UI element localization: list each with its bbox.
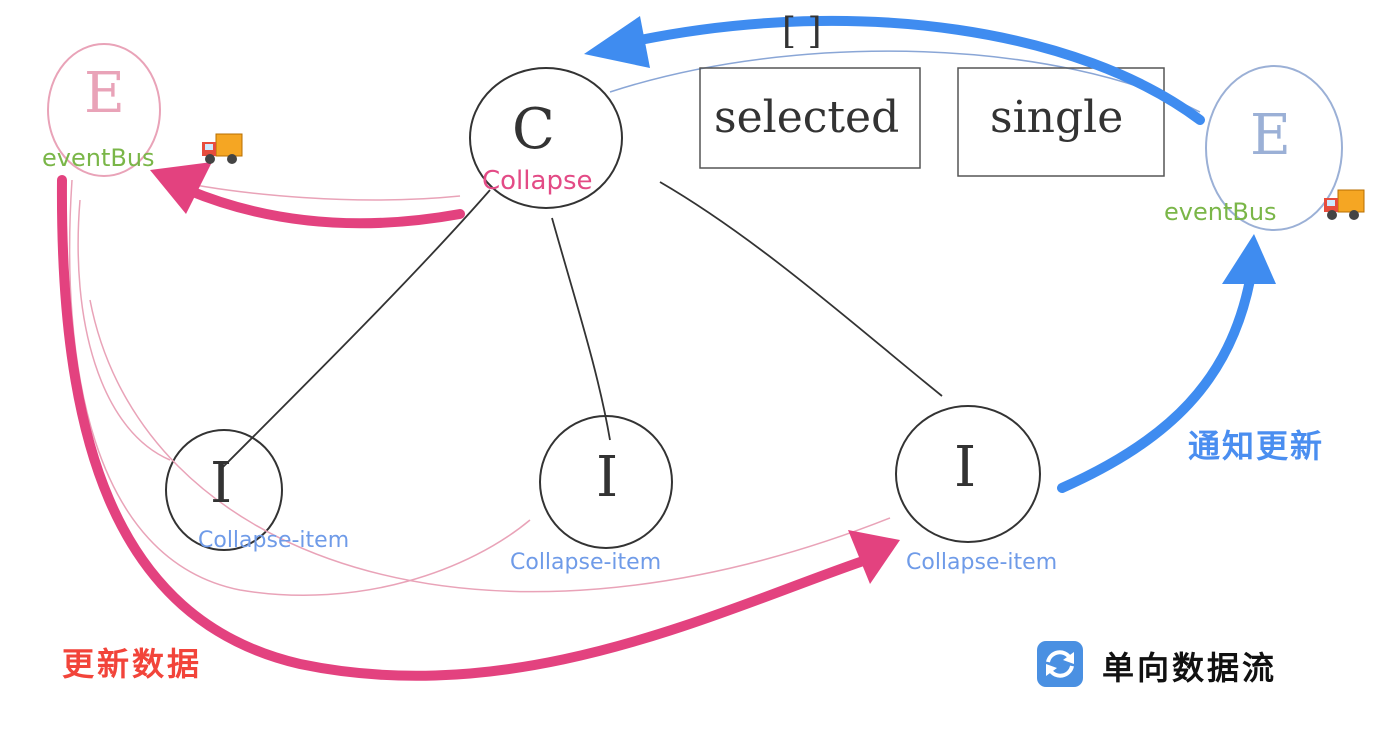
left-eventbus-letter: E	[84, 61, 125, 126]
right-eventbus-letter: E	[1250, 103, 1291, 168]
bracket-label: [ ]	[782, 11, 822, 52]
collapse-label: Collapse	[482, 166, 593, 196]
sketch-line-pink-4	[89, 299, 891, 593]
item1-label: Collapse-item	[198, 528, 350, 553]
left-eventbus-label: eventBus	[42, 144, 155, 172]
arrow-head-collapse-to-bus	[150, 162, 212, 214]
arrow-item3-to-bus	[1057, 275, 1255, 493]
collapse-letter: C	[512, 97, 555, 162]
counterclockwise-arrows-icon	[1037, 641, 1083, 687]
item3-letter: I	[954, 435, 977, 500]
arrow-bus-to-collapse	[635, 15, 1205, 125]
arrow-collapse-to-bus	[183, 185, 465, 229]
left-eventbus-circle	[47, 43, 161, 177]
update-data-annotation: 更新数据	[62, 645, 203, 683]
link-collapse-item3	[659, 181, 943, 397]
arrow-head-item3-to-bus	[1222, 234, 1276, 284]
selected-box	[699, 67, 921, 169]
item3-label: Collapse-item	[906, 550, 1058, 575]
delivery-truck-icon	[202, 133, 243, 164]
item2-label: Collapse-item	[510, 550, 662, 575]
arrow-head-bus-to-collapse	[584, 16, 650, 68]
right-eventbus-circle	[1205, 65, 1343, 231]
one-way-flow-annotation: 单向数据流	[1102, 649, 1278, 687]
link-collapse-item2	[551, 217, 611, 441]
link-collapse-item1	[221, 189, 491, 469]
notify-update-annotation: 通知更新	[1188, 427, 1325, 465]
sketch-line-pink-3	[77, 199, 171, 461]
selected-label: selected	[714, 92, 900, 143]
item-circle-1	[165, 429, 283, 551]
arrow-bus-to-item3	[56, 175, 871, 681]
item-circle-3	[895, 405, 1041, 543]
arrow-head-bus-to-item3	[848, 530, 900, 584]
collapse-circle	[469, 67, 623, 209]
item2-letter: I	[596, 445, 619, 510]
single-label: single	[990, 92, 1124, 143]
right-eventbus-label: eventBus	[1164, 198, 1277, 226]
single-box	[957, 67, 1165, 177]
delivery-truck-icon	[1324, 189, 1365, 220]
item1-letter: I	[210, 451, 233, 516]
